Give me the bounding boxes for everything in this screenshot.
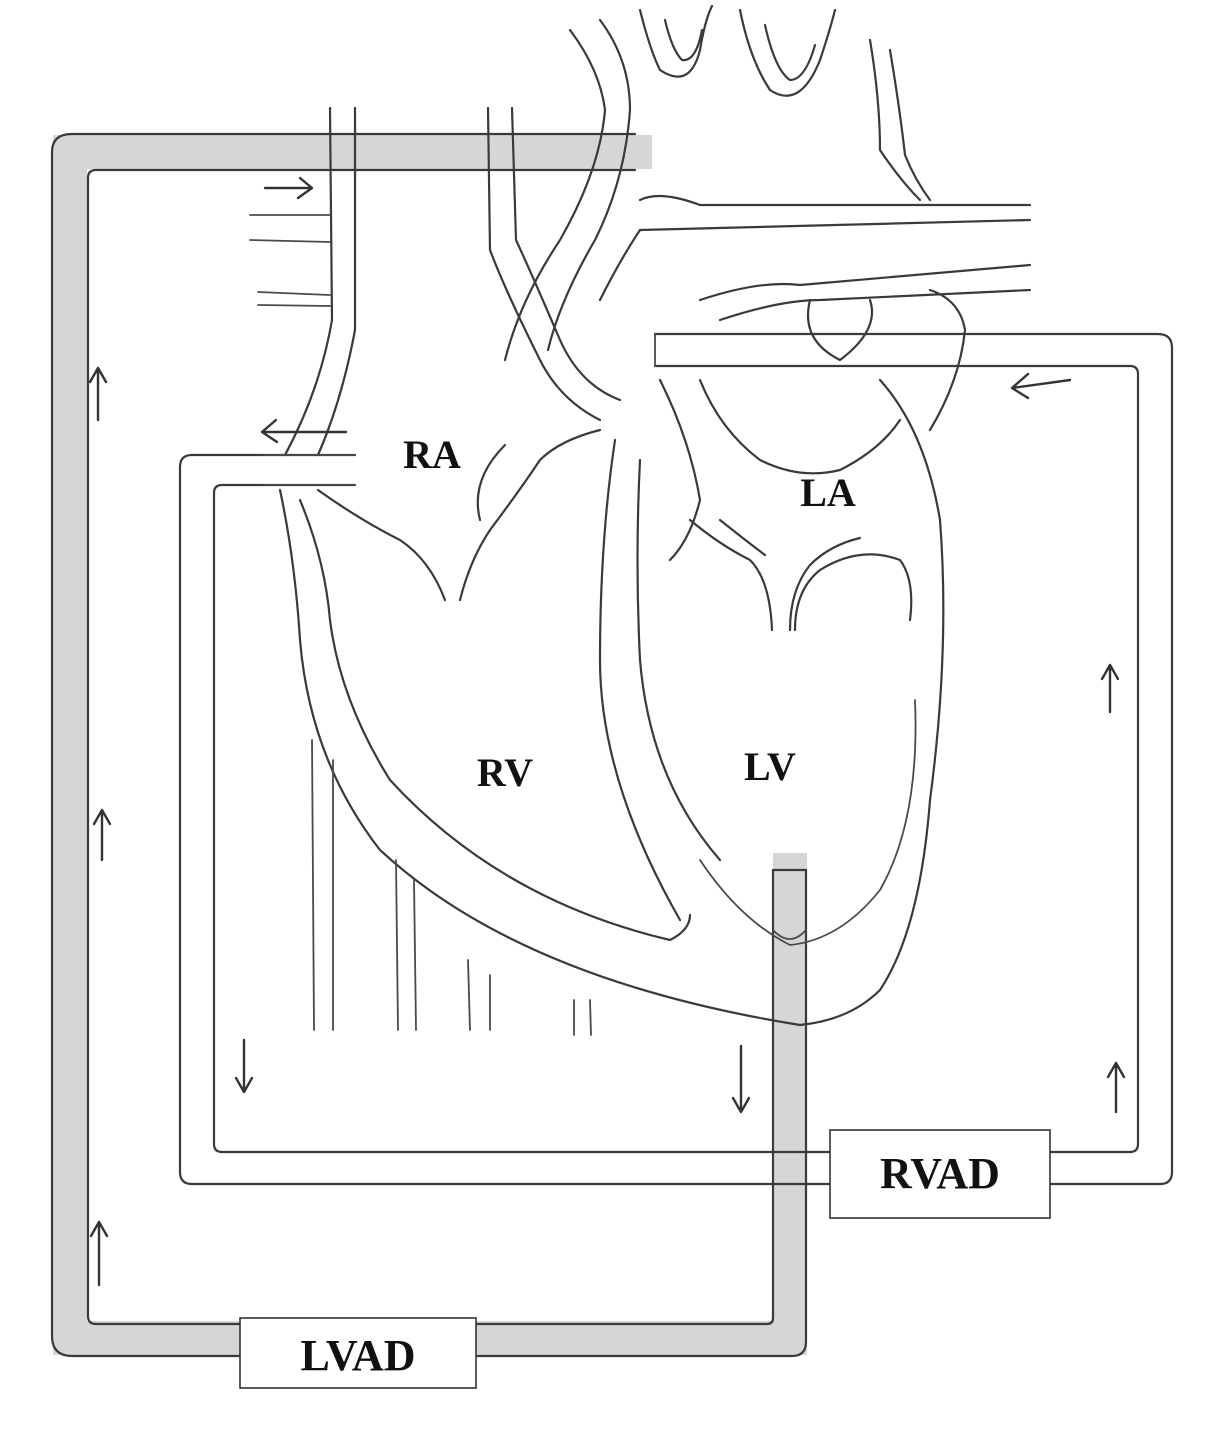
rvad-label: RVAD [880,1149,1000,1198]
lvad-box: LVAD [239,1317,477,1389]
arrow-up-icon [1106,1061,1126,1114]
lvad-circuit [50,132,808,1358]
arrow-down-icon [234,1038,254,1094]
right-ventricle-label: RV [477,750,533,795]
arrow-left-icon [1010,372,1072,400]
left-atrium-label: LA [800,470,856,515]
arrow-left-icon [260,418,348,444]
lvad-label: LVAD [301,1331,416,1380]
heart-outline [249,4,1032,1036]
rvad-box: RVAD [829,1129,1051,1219]
arrow-up-icon [1100,663,1120,714]
arrow-up-icon [92,808,112,862]
left-ventricle-label: LV [744,744,796,789]
arrow-up-icon [88,366,108,422]
right-atrium-label: RA [403,432,461,477]
flow-arrows [88,176,1126,1287]
arrow-right-icon [263,176,314,200]
arrow-up-icon [89,1220,109,1287]
rvad-circuit [178,332,1174,1186]
arrow-down-icon [731,1044,751,1114]
